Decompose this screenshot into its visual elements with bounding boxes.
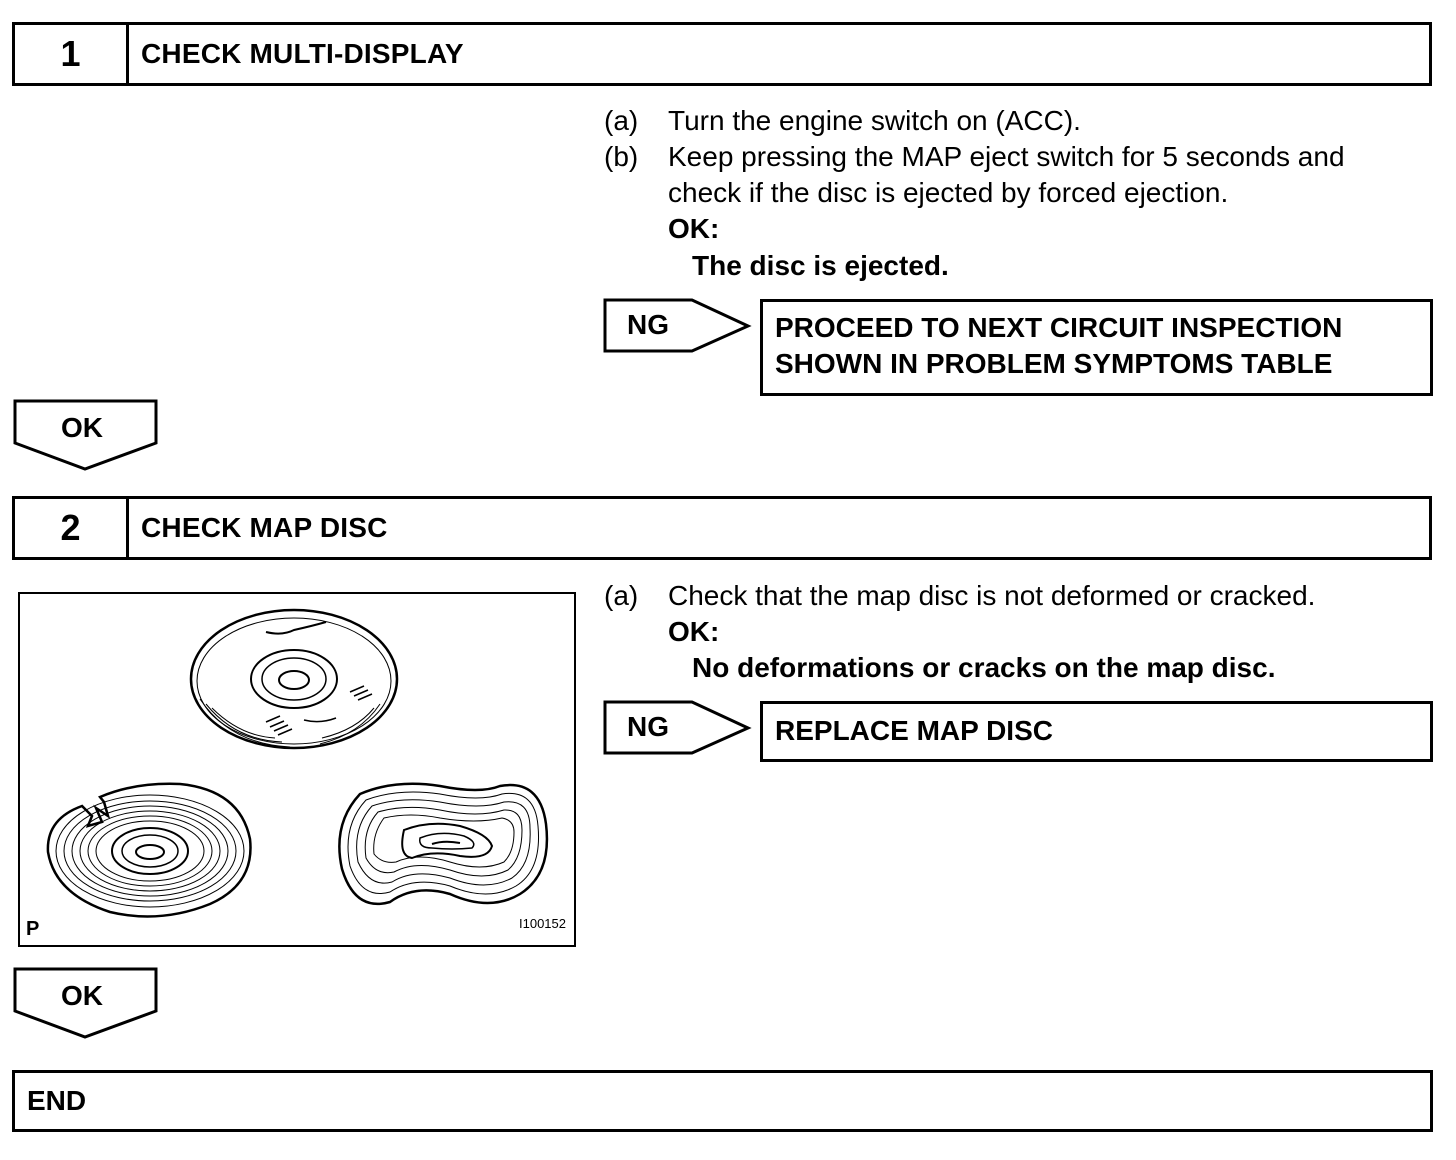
step-1-ok-criteria: The disc is ejected.	[692, 250, 949, 281]
item-label: (b)	[604, 141, 639, 172]
normal-disc-icon	[189, 608, 399, 750]
item-label: (a)	[604, 105, 639, 136]
end-label: END	[27, 1085, 87, 1116]
step-2-ok-arrow	[13, 967, 158, 1039]
step-1-number: 1	[15, 25, 129, 83]
step-1-ng-label: NG	[627, 309, 669, 340]
step-1-ng-arrow	[603, 298, 752, 353]
step-2-title: CHECK MAP DISC	[141, 512, 388, 543]
step-1-ok-label: OK:	[668, 213, 720, 244]
item-text: check if the disc is ejected by forced e…	[668, 177, 1229, 208]
figure-code: I100152	[519, 916, 566, 931]
cracked-disc-icon	[46, 782, 252, 918]
end-box: END	[12, 1070, 1433, 1132]
step-2-ok-label: OK:	[668, 616, 720, 647]
step-1-ok-arrow	[13, 399, 158, 471]
step-2-ok-criteria: No deformations or cracks on the map dis…	[692, 652, 1276, 683]
step-1-ng-result-box: PROCEED TO NEXT CIRCUIT INSPECTION SHOWN…	[760, 299, 1433, 396]
step-2-header: 2 CHECK MAP DISC	[12, 496, 1432, 560]
step-2-number: 2	[15, 499, 129, 557]
step-2-ng-result-box: REPLACE MAP DISC	[760, 701, 1433, 762]
step-2-ng-arrow	[603, 700, 752, 755]
step-1-title: CHECK MULTI-DISPLAY	[141, 38, 464, 69]
deformed-disc-icon	[338, 782, 549, 906]
ng-result-line: REPLACE MAP DISC	[775, 715, 1053, 746]
disc-drawings	[46, 608, 549, 918]
figure-corner-label: P	[26, 918, 40, 940]
item-text: Check that the map disc is not deformed …	[668, 580, 1316, 611]
step-2-ok-arrow-label: OK	[61, 980, 103, 1011]
map-disc-illustration: P I100152	[18, 592, 576, 947]
ng-result-line: PROCEED TO NEXT CIRCUIT INSPECTION	[775, 312, 1343, 343]
step-1-header: 1 CHECK MULTI-DISPLAY	[12, 22, 1432, 86]
item-label: (a)	[604, 580, 639, 611]
item-text: Turn the engine switch on (ACC).	[668, 105, 1081, 136]
ng-result-line: SHOWN IN PROBLEM SYMPTOMS TABLE	[775, 348, 1333, 379]
item-text: Keep pressing the MAP eject switch for 5…	[668, 141, 1345, 172]
step-1-ok-arrow-label: OK	[61, 412, 103, 443]
step-2-ng-label: NG	[627, 711, 669, 742]
